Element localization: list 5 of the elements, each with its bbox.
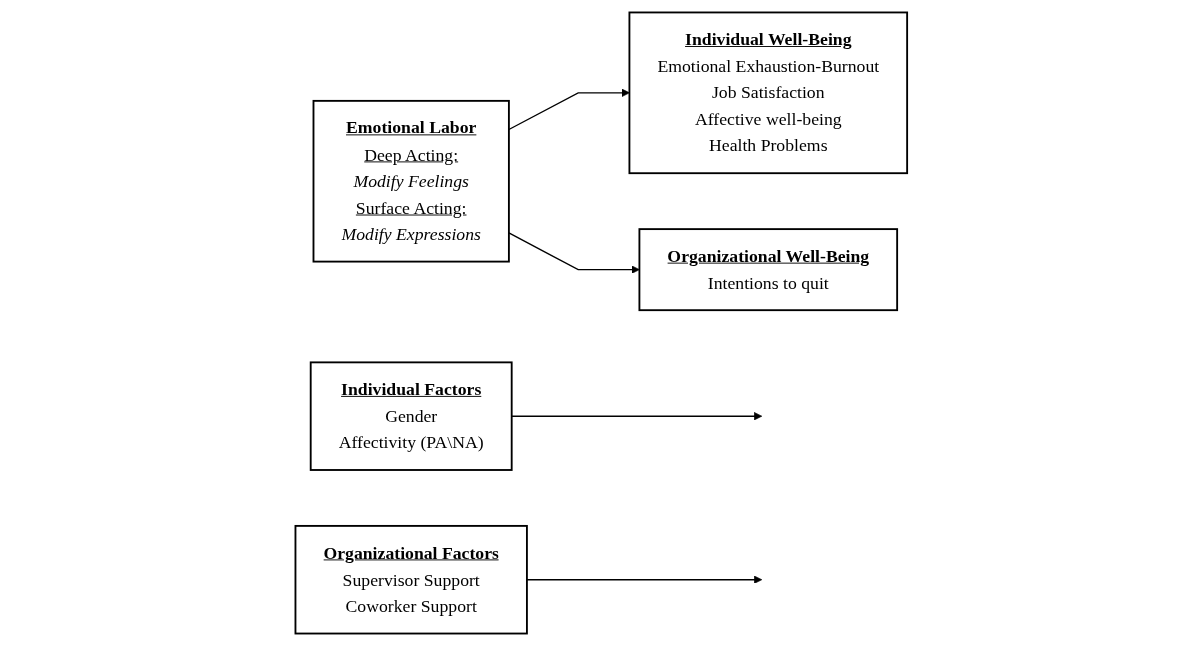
node-box: Individual Factors Gender Affectivity (PA\NA) bbox=[309, 361, 513, 471]
node-box: Organizational Factors Supervisor Support Coworker Support bbox=[294, 524, 528, 635]
node-box: Individual Well-Being Emotional Exhaustion-Burnout Job Satisfaction Affective well-being Health Problems bbox=[628, 11, 908, 175]
node-box: Organizational Well-Being Intentions to quit bbox=[638, 228, 898, 312]
node-box: Emotional Labor Deep Acting: Modify Feelings Surface Acting: Modify Expressions bbox=[312, 99, 510, 263]
